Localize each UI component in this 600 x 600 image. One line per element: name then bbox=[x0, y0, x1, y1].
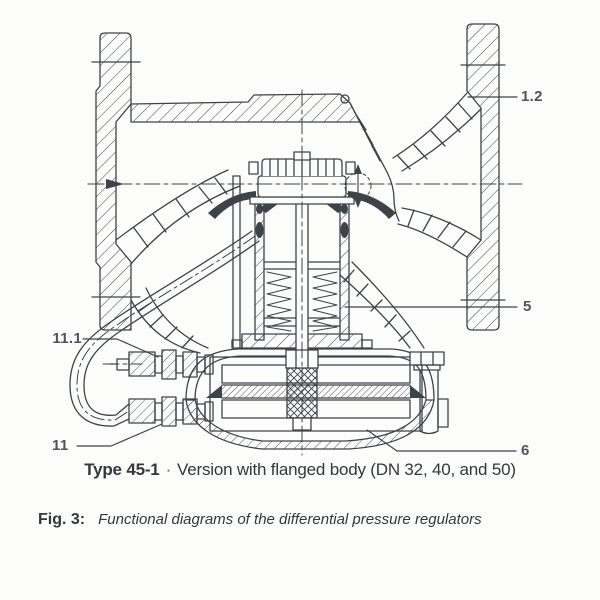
leader-lines bbox=[76, 96, 518, 452]
actuator-case-rim bbox=[185, 399, 435, 450]
part-label-6: 6 bbox=[521, 442, 530, 459]
bonnet-yoke bbox=[232, 175, 241, 349]
leader-11 bbox=[76, 423, 163, 447]
fitting-upper bbox=[109, 349, 214, 380]
part-label-5: 5 bbox=[523, 298, 532, 315]
leader-6 bbox=[366, 429, 517, 452]
type-caption-model: Type 45-1 bbox=[84, 460, 160, 479]
figure-caption-label: Fig. 3: bbox=[38, 511, 86, 528]
outlet-cone bbox=[392, 92, 482, 258]
valve-body-right-flange bbox=[460, 23, 506, 331]
type-caption: Type 45-1 · Version with flanged body (DN … bbox=[0, 460, 600, 480]
centerlines bbox=[87, 89, 523, 456]
part-label-11-1: 11.1 bbox=[52, 330, 82, 347]
type-caption-separator: · bbox=[165, 460, 172, 479]
part-label-1-2: 1.2 bbox=[521, 88, 543, 105]
leader-11-1 bbox=[82, 338, 159, 358]
inlet-top-wall bbox=[130, 93, 400, 222]
travel-indicator-icon bbox=[344, 164, 372, 208]
type-caption-description: Version with flanged body (DN 32, 40, an… bbox=[177, 460, 516, 479]
figure-caption: Fig. 3: Functional diagrams of the differ… bbox=[38, 511, 482, 529]
part-label-11: 11 bbox=[52, 437, 69, 454]
fitting-lower bbox=[128, 396, 214, 427]
control-line-fittings bbox=[109, 349, 214, 427]
flow-direction-arrow-icon bbox=[106, 179, 124, 189]
positioning-springs bbox=[266, 271, 338, 332]
body-bowl-wall bbox=[115, 169, 425, 354]
figure-caption-text: Functional diagrams of the differential … bbox=[98, 511, 482, 528]
valve-body-left-flange bbox=[91, 32, 141, 331]
control-pipe bbox=[69, 230, 260, 427]
case-bolt bbox=[409, 351, 449, 435]
